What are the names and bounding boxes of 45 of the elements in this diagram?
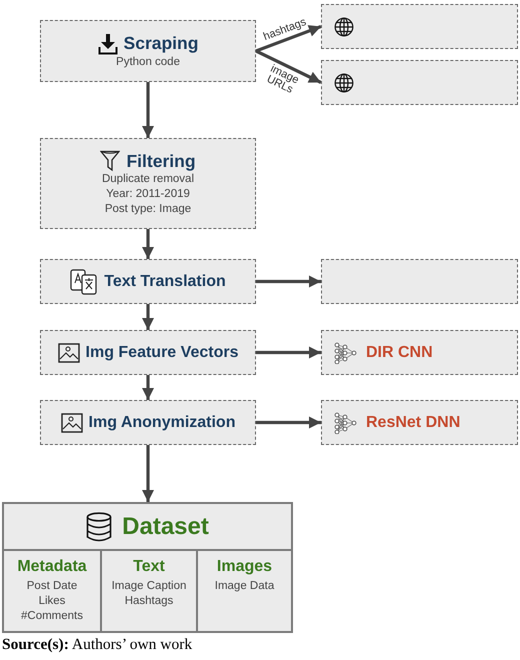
dataset-column xyxy=(100,549,196,631)
column-text: Hashtags xyxy=(124,594,174,609)
dataset-table xyxy=(2,502,293,633)
service-box xyxy=(321,60,518,105)
box-text: Duplicate removal xyxy=(102,172,194,187)
box-text: Year: 2011-2019 xyxy=(106,187,190,202)
box-text: Post type: Image xyxy=(104,202,192,217)
box-title: Text Translation xyxy=(104,272,226,290)
service-box xyxy=(321,259,518,304)
arrow xyxy=(142,375,154,400)
process-box xyxy=(40,330,256,375)
arrow xyxy=(256,276,321,288)
service-box xyxy=(321,400,518,445)
process-box xyxy=(40,400,256,445)
column-text: Likes xyxy=(38,594,66,609)
process-box xyxy=(40,20,256,82)
column-text: Post Date xyxy=(26,579,78,594)
box-title: Filtering xyxy=(126,150,196,172)
box-title: Scraping xyxy=(124,33,198,54)
column-text: #Comments xyxy=(21,609,83,624)
column-text: Image Data xyxy=(214,579,274,594)
arrow xyxy=(142,304,154,330)
box-title: ResNet DNN xyxy=(366,414,460,432)
arrow xyxy=(142,229,154,259)
table-title: Dataset xyxy=(122,512,209,540)
column-heading: Metadata xyxy=(17,558,87,576)
process-box xyxy=(40,138,256,229)
service-box xyxy=(321,4,518,49)
caption: Source(s): Authors’ own work xyxy=(2,636,192,654)
process-box xyxy=(40,259,256,304)
arrow xyxy=(255,25,322,52)
arrow xyxy=(255,50,322,84)
arrow xyxy=(256,346,321,358)
column-heading: Images xyxy=(216,558,272,576)
arrow xyxy=(256,416,321,428)
service-box xyxy=(321,330,518,375)
arrow xyxy=(142,82,154,138)
box-title: Img Anonymization xyxy=(88,414,236,432)
column-heading: Text xyxy=(133,558,165,576)
arrow xyxy=(142,445,154,502)
box-title: Img Feature Vectors xyxy=(86,344,238,362)
box-title: DIR CNN xyxy=(366,344,433,362)
box-text: Python code xyxy=(116,54,180,70)
dataset-column xyxy=(196,549,291,631)
column-text: Image Caption xyxy=(112,579,186,594)
